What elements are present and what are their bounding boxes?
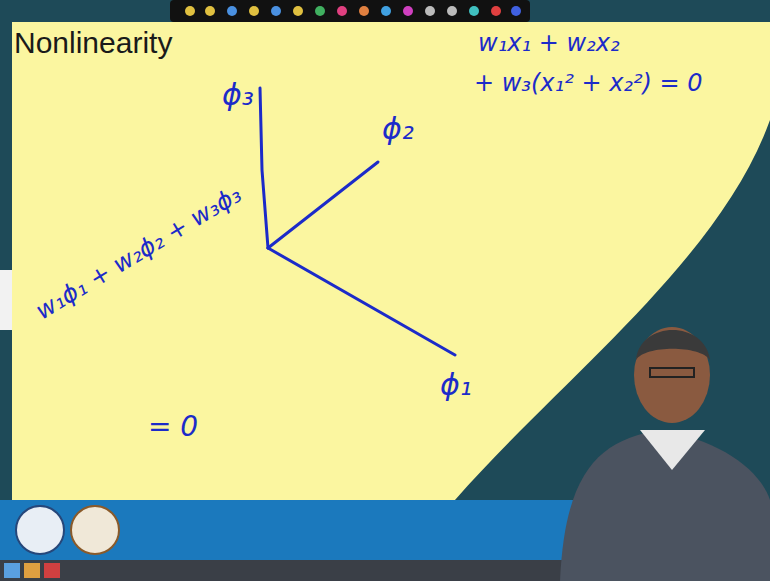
axes [260, 88, 455, 355]
axis-label: ϕ₃ [222, 78, 254, 111]
phi1-axis [268, 248, 455, 355]
equation: = 0 [148, 412, 198, 443]
slide-title: Nonlinearity [14, 26, 172, 59]
taskbar-icon [44, 563, 60, 578]
axis-label: ϕ₂ [382, 112, 414, 145]
phi3-axis [260, 88, 268, 248]
presenter [560, 327, 770, 581]
phi2-axis [268, 162, 378, 248]
logo-left [16, 506, 64, 554]
axis-label: ϕ₁ [440, 368, 472, 401]
slide-area [12, 22, 770, 500]
toolbar-icons [185, 6, 521, 16]
side-handle [0, 270, 12, 330]
taskbar-icon [4, 563, 20, 578]
taskbar-icon [24, 563, 40, 578]
equation: + w₃(x₁² + x₂²) = 0 [474, 70, 703, 96]
toolbar [170, 0, 530, 22]
logo-right [71, 506, 119, 554]
equation: w₁x₁ + w₂x₂ [478, 30, 620, 56]
